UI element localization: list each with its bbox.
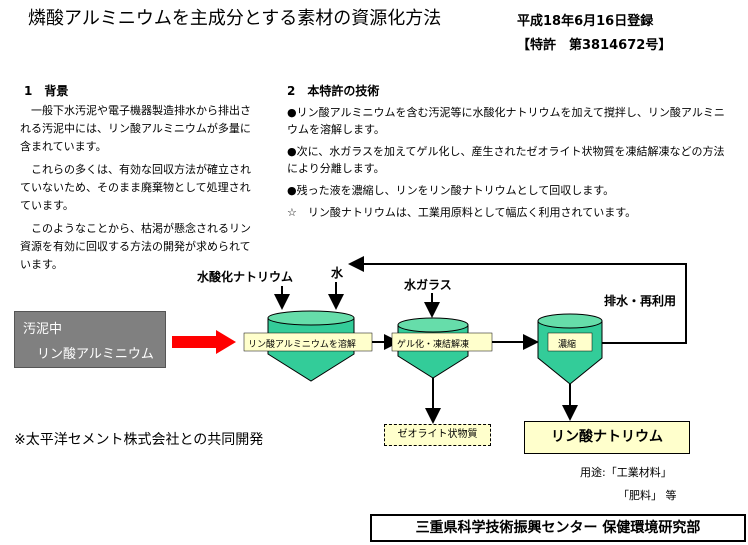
source-label-1: 汚泥中 xyxy=(23,322,63,337)
uses-line-1: 用途:「工業材料」 xyxy=(580,466,672,479)
recycle-label: 排水・再利用 xyxy=(604,294,677,308)
water-label: 水 xyxy=(331,266,344,280)
uses-line-2: 「肥料」 等 xyxy=(618,489,677,502)
tank1-label: リン酸アルミニウムを溶解 xyxy=(248,340,356,350)
page-title: 燐酸アルミニウムを主成分とする素材の資源化方法 xyxy=(28,8,442,29)
source-sludge-box: 汚泥中 リン酸アルミニウム xyxy=(14,311,166,368)
organization-name: 三重県科学技術振興センター 保健環境研究部 xyxy=(370,514,746,542)
gel-tank xyxy=(391,317,493,379)
background-paragraph: これらの多くは、有効な回収方法が確立されていないため、そのまま廃棄物として処理さ… xyxy=(20,163,251,212)
technology-text: ●リン酸アルミニウムを含む汚泥等に水酸化ナトリウムを加えて撹拌し、リン酸アルミニ… xyxy=(287,104,727,226)
technology-point: ●次に、水ガラスを加えてゲル化し、産生されたゼオライト状物質を凍結解凍などの方法… xyxy=(287,145,725,175)
tank3-label: 濃縮 xyxy=(558,340,577,350)
technology-point: ●残った液を濃縮し、リンをリン酸ナトリウムとして回収します。 xyxy=(287,184,615,197)
background-paragraph: このようなことから、枯渇が懸念されるリン資源を有効に回収する方法の開発が求められ… xyxy=(20,222,251,271)
dissolve-tank xyxy=(243,310,373,382)
background-text: 一般下水汚泥や電子機器製造排水から排出される汚泥中には、リン酸アルミニウムが多量… xyxy=(20,102,252,279)
source-arrow xyxy=(172,330,236,354)
registration-date: 平成18年6月16日登録 xyxy=(517,14,654,29)
background-heading: 1 背景 xyxy=(24,84,69,98)
concentrate-tank xyxy=(537,313,603,385)
joint-development-note: ※太平洋セメント株式会社との共同開発 xyxy=(14,432,264,448)
source-label-2: リン酸アルミニウム xyxy=(37,347,154,362)
naoh-label: 水酸化ナトリウム xyxy=(197,270,294,284)
technology-point: ☆ リン酸ナトリウムは、工業用原料として幅広く利用されています。 xyxy=(287,206,637,219)
recycle-line xyxy=(348,256,687,344)
patent-number: 【特許 第3814672号】 xyxy=(517,38,672,53)
zeolite-byproduct-box: ゼオライト状物質 xyxy=(384,424,491,446)
tank2-label: ゲル化・凍結解凍 xyxy=(397,340,470,350)
technology-point: ●リン酸アルミニウムを含む汚泥等に水酸化ナトリウムを加えて撹拌し、リン酸アルミニ… xyxy=(287,106,725,136)
waterglass-label: 水ガラス xyxy=(404,278,452,292)
technology-heading: 2 本特許の技術 xyxy=(287,84,380,98)
product-box: リン酸ナトリウム xyxy=(524,421,690,454)
background-paragraph: 一般下水汚泥や電子機器製造排水から排出される汚泥中には、リン酸アルミニウムが多量… xyxy=(20,104,251,153)
